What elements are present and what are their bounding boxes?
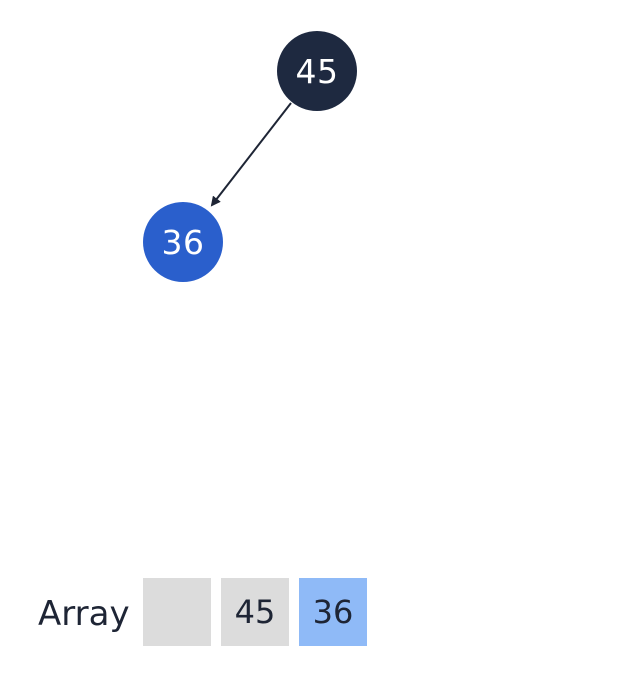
- array-cell-2-value: 36: [312, 593, 354, 631]
- array-cell-1: 45: [221, 578, 289, 646]
- tree-node-root-value: 45: [295, 51, 339, 91]
- array-cell-2: 36: [299, 578, 367, 646]
- tree-node-root: 45: [277, 31, 357, 111]
- array-cell-0: [143, 578, 211, 646]
- tree-node-left-child-value: 36: [161, 222, 205, 262]
- array-row: 45 36: [143, 578, 367, 646]
- array-label: Array: [38, 594, 130, 634]
- tree-edge-arrow: [210, 102, 292, 207]
- tree-node-left-child: 36: [143, 202, 223, 282]
- array-cell-1-value: 45: [234, 593, 276, 631]
